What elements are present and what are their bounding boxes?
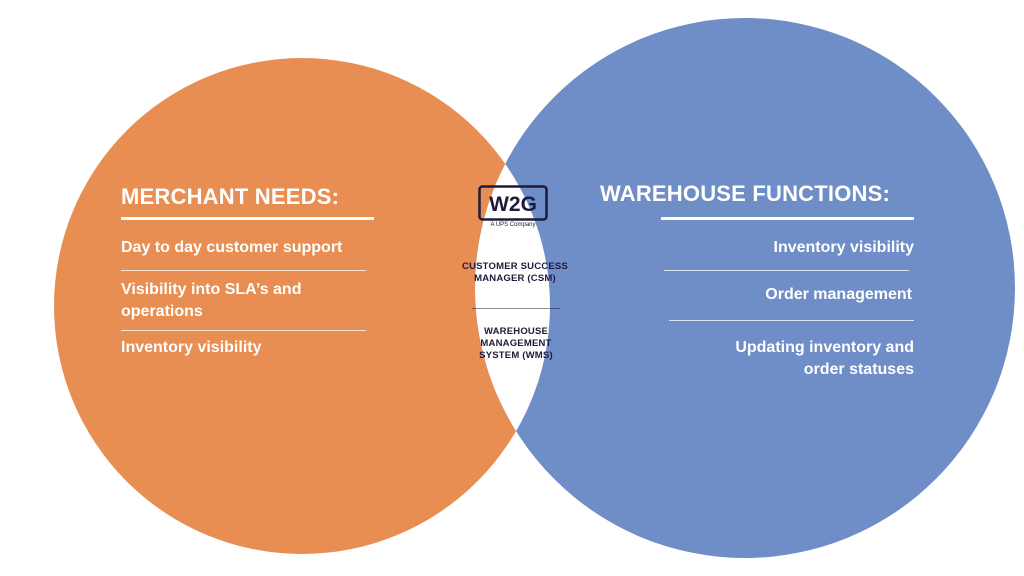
merchant-heading: MERCHANT NEEDS: xyxy=(121,184,340,209)
center-role-csm: CUSTOMER SUCCESS MANAGER (CSM) xyxy=(462,261,568,284)
logo-tagline: A UPS Company xyxy=(490,222,536,228)
merchant-divider xyxy=(121,270,366,271)
warehouse-divider xyxy=(669,320,914,321)
center-role-wms: WAREHOUSE MANAGEMENT SYSTEM (WMS) xyxy=(479,326,553,361)
warehouse-heading-rule xyxy=(661,217,914,220)
warehouse-item: Order management xyxy=(765,286,912,303)
warehouse-circle xyxy=(475,18,1015,558)
merchant-circle xyxy=(54,58,550,554)
merchant-item: Day to day customer support xyxy=(121,239,343,256)
merchant-item: Inventory visibility xyxy=(121,339,262,356)
warehouse-divider xyxy=(664,270,909,271)
merchant-divider xyxy=(121,330,366,331)
merchant-item: Visibility into SLA’s and operations xyxy=(121,281,302,320)
logo-wordmark: W2G xyxy=(489,193,537,216)
center-divider xyxy=(472,308,560,309)
warehouse-heading: WAREHOUSE FUNCTIONS: xyxy=(600,181,890,206)
w2g-logo: W2G xyxy=(478,185,548,221)
warehouse-item: Updating inventory and order statuses xyxy=(735,339,914,378)
warehouse-item: Inventory visibility xyxy=(773,239,914,256)
merchant-heading-rule xyxy=(121,217,374,220)
